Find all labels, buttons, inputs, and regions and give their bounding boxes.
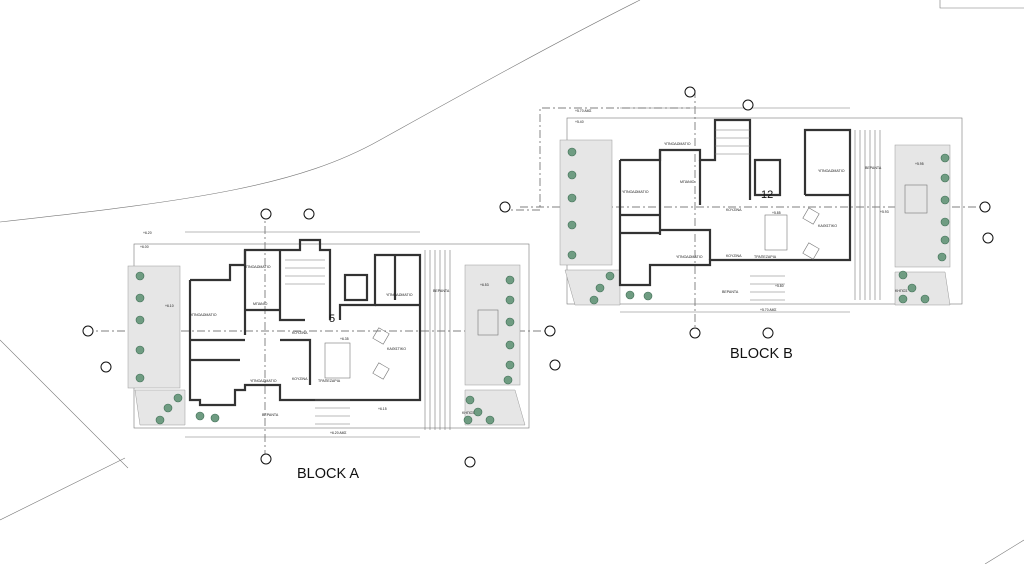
room-label: ΚΑΘΙΣΤΙΚΟ <box>387 347 406 351</box>
plot-line <box>500 107 690 211</box>
block-b-plan: ΥΠΝΟΔΩΜΑΤΙΟ ΥΠΝΟΔΩΜΑΤΙΟ ΥΠΝΟΔΩΜΑΤΙΟ ΥΠΝΟ… <box>520 90 990 362</box>
room-label: ΥΠΝΟΔΩΜΑΤΙΟ <box>386 293 413 297</box>
room-label: ΒΕΡΑΝΤΑ <box>262 413 279 417</box>
level-marker: +5.70 ΑΜΣ <box>760 308 777 312</box>
room-label: ΥΠΝΟΔΩΜΑΤΙΟ <box>664 142 691 146</box>
room-label: ΚΗΠΟΣ <box>462 411 475 415</box>
room-label: ΤΡΑΠΕΖΑΡΙΑ <box>318 379 341 383</box>
section-marker-icons <box>82 86 994 468</box>
room-label: ΒΕΡΑΝΤΑ <box>433 289 450 293</box>
room-label: ΚΟΥΖΙΝΑ <box>292 331 308 335</box>
level-marker: +6.00 <box>140 245 149 249</box>
level-marker: +5.95 <box>915 162 924 166</box>
site-corner-line <box>984 539 1024 564</box>
room-label: ΚΟΥΖΙΝΑ <box>292 377 308 381</box>
block-title: BLOCK B <box>730 346 793 362</box>
level-marker: +5.85 <box>772 211 781 215</box>
room-label: ΚΟΥΖΙΝΑ <box>726 208 742 212</box>
room-label: ΥΠΝΟΔΩΜΑΤΙΟ <box>818 169 845 173</box>
unit-number: 5 <box>329 313 335 325</box>
room-label: ΥΠΝΟΔΩΜΑΤΙΟ <box>244 265 271 269</box>
room-label: ΚΟΥΖΙΝΑ <box>726 254 742 258</box>
level-marker: +6.10 <box>165 304 174 308</box>
level-marker: +5.93 <box>880 210 889 214</box>
title-frame <box>939 0 1024 9</box>
level-marker: +5.40 <box>575 120 584 124</box>
level-marker: +6.20 ΑΜΣ <box>330 431 347 435</box>
site-boundary-lines <box>0 339 129 521</box>
unit-number: 12 <box>761 189 773 201</box>
room-label: ΥΠΝΟΔΩΜΑΤΙΟ <box>676 255 703 259</box>
room-label: ΥΠΝΟΔΩΜΑΤΙΟ <box>622 190 649 194</box>
room-label: ΚΗΠΟΣ <box>895 289 908 293</box>
room-label: ΥΠΝΟΔΩΜΑΤΙΟ <box>250 379 277 383</box>
block-a-plan: ΥΠΝΟΔΩΜΑΤΙΟ ΥΠΝΟΔΩΜΑΤΙΟ ΥΠΝΟΔΩΜΑΤΙΟ ΥΠΝΟ… <box>85 210 545 482</box>
room-label: ΥΠΝΟΔΩΜΑΤΙΟ <box>190 313 217 317</box>
site-boundary-curve <box>0 0 641 223</box>
level-marker: +6.15 <box>378 407 387 411</box>
room-label: ΜΠΑΝΙΟ <box>680 180 695 184</box>
level-marker: +6.35 <box>340 337 349 341</box>
level-marker: +6.53 <box>480 283 489 287</box>
level-marker: +5.70 ΑΜΣ <box>575 109 592 113</box>
room-label: ΒΕΡΑΝΤΑ <box>865 166 882 170</box>
level-marker: +5.80 <box>775 284 784 288</box>
room-label: ΚΑΘΙΣΤΙΚΟ <box>818 224 837 228</box>
room-label: ΤΡΑΠΕΖΑΡΙΑ <box>754 255 777 259</box>
room-label: ΒΕΡΑΝΤΑ <box>722 290 739 294</box>
block-title: BLOCK A <box>297 466 359 482</box>
level-marker: +6.20 <box>143 231 152 235</box>
room-label: ΜΠΑΝΙΟ <box>253 302 268 306</box>
